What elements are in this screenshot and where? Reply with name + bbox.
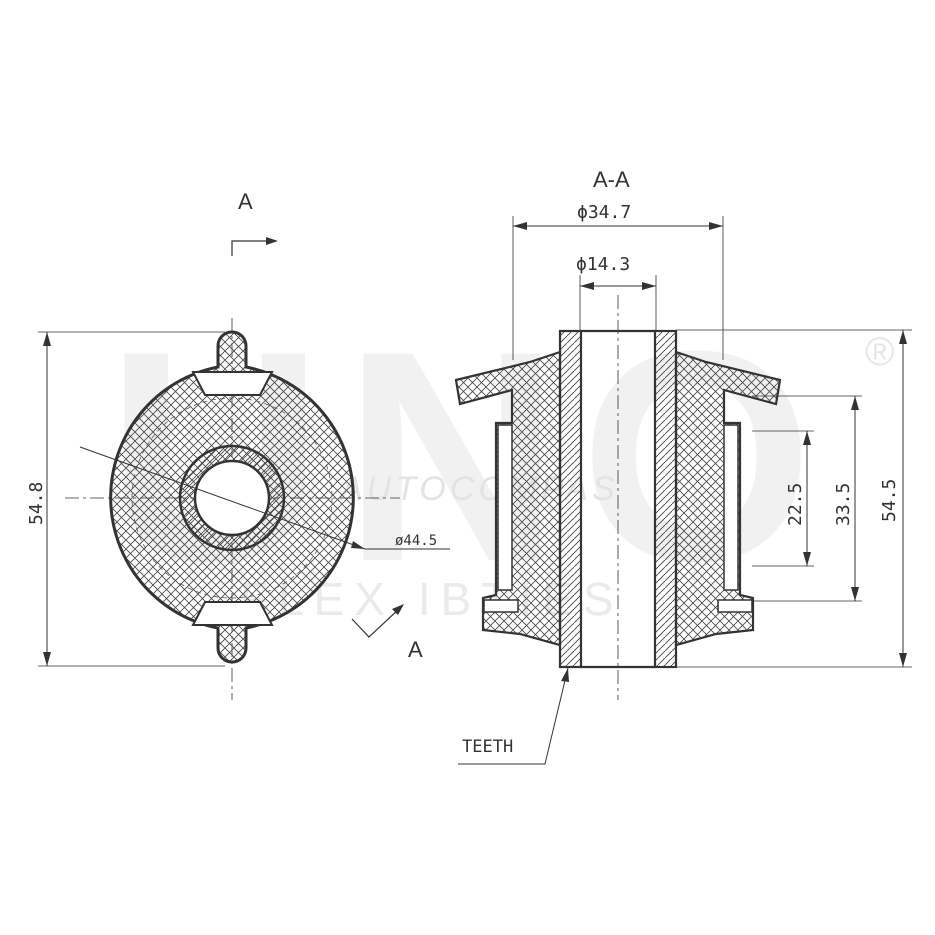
dim-height-section: 54.5 [879,479,900,522]
front-view: ø44.5 54.8 A A [26,189,450,700]
dim-inner-diameter-section: ϕ14.3 [576,254,630,275]
svg-text:®: ® [865,330,894,374]
section-label-bottom: A [408,637,423,662]
dim-height-front: 54.8 [26,482,47,525]
section-view: A-A ϕ34.7 ϕ14.3 [454,167,912,765]
dim-outer-diameter-front: ø44.5 [395,533,437,549]
sleeve-wall-left [558,329,583,669]
section-view-title: A-A [593,167,630,192]
sleeve-wall-right [653,329,678,669]
callout-teeth: TEETH [462,737,513,757]
dim-mid-height: 33.5 [833,483,854,526]
dim-inner-height: 22.5 [785,483,806,526]
section-label-top: A [238,189,253,214]
dim-outer-diameter-section: ϕ34.7 [577,202,631,223]
